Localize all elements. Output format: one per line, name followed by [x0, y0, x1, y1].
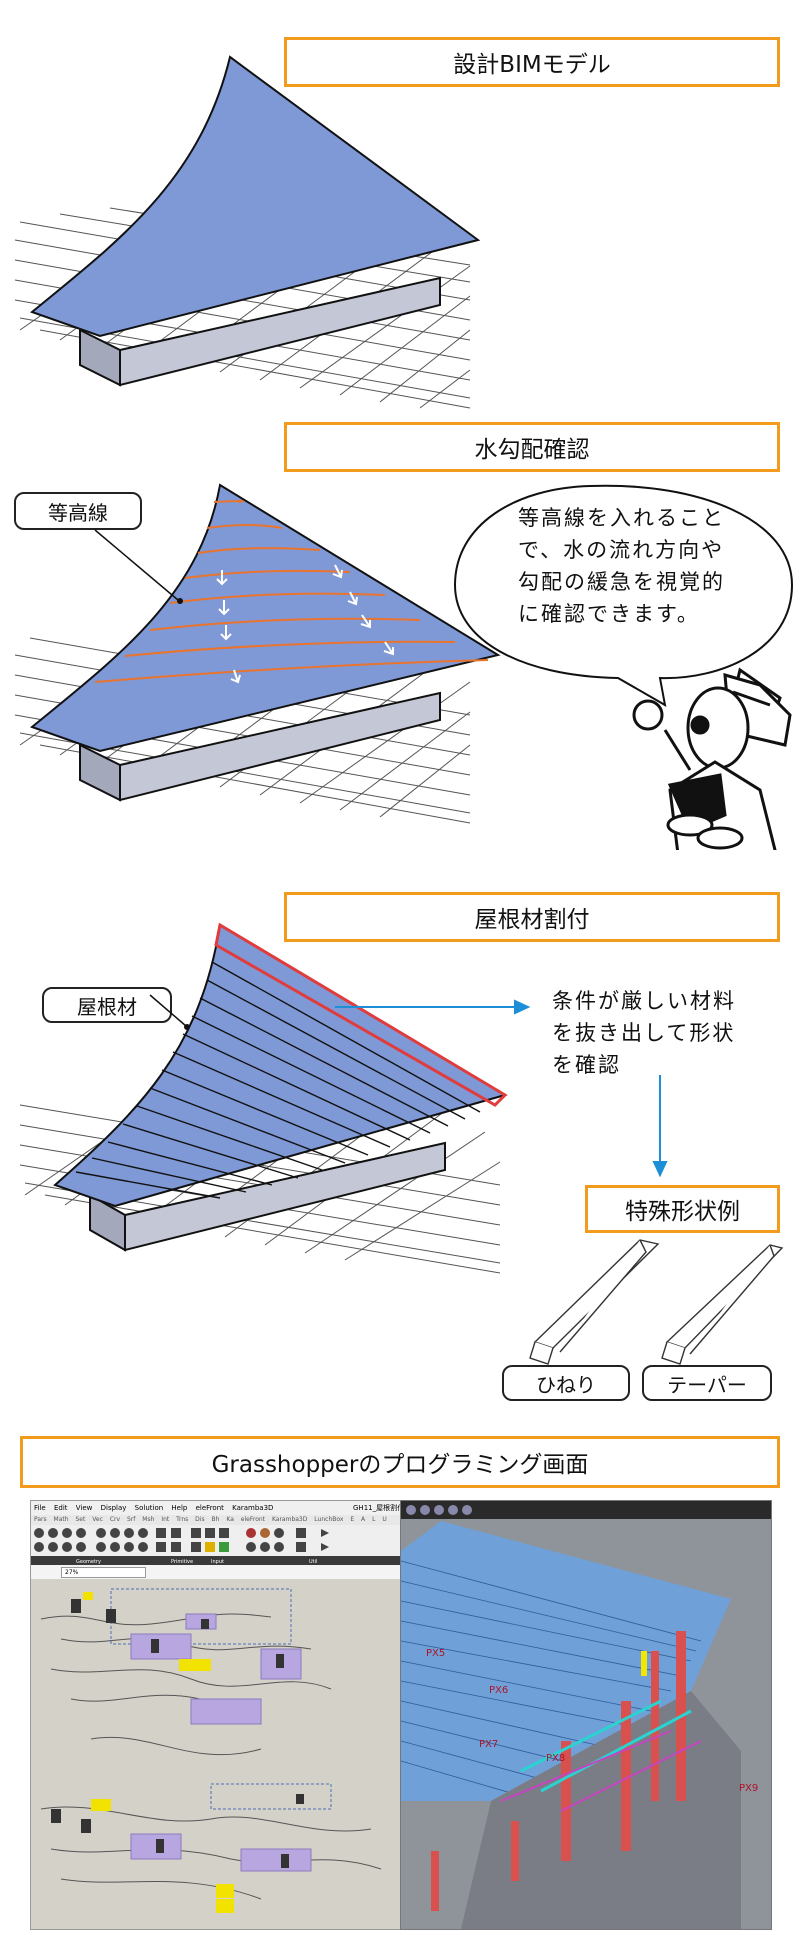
- roofing-label: 屋根材: [42, 987, 172, 1023]
- gh-canvas-toolbar: 27%: [31, 1565, 401, 1580]
- contour-model-illustration: [14, 483, 501, 824]
- extract-line-2: を抜き出して形状: [552, 1021, 736, 1045]
- gh-menu-elefront[interactable]: eleFront: [195, 1504, 224, 1512]
- special-shapes: [529, 1239, 784, 1365]
- speech-bubble-and-character: [453, 484, 794, 850]
- gh-tab-e[interactable]: E: [350, 1516, 355, 1523]
- gh-tab-msh[interactable]: Msh: [142, 1516, 155, 1523]
- speech-bubble: [453, 484, 794, 707]
- gh-menu-karamba[interactable]: Karamba3D: [232, 1504, 274, 1512]
- gh-tab-crv[interactable]: Crv: [109, 1516, 121, 1523]
- gh-tabbar: Pars Math Set Vec Crv Srf Msh Int Trns D…: [31, 1515, 401, 1525]
- render-label-px6: PX6: [489, 1685, 508, 1696]
- gh-tab-l[interactable]: L: [372, 1516, 376, 1523]
- roof-surface: [29, 483, 501, 753]
- gh-tab-math[interactable]: Math: [53, 1516, 69, 1523]
- gh-tab-trns[interactable]: Trns: [176, 1516, 189, 1523]
- gh-group-geometry: Geometry: [76, 1559, 101, 1565]
- leader-line: [94, 529, 179, 601]
- taper-shape: [661, 1244, 784, 1365]
- gh-menu-view[interactable]: View: [75, 1504, 93, 1512]
- render-label-px7: PX7: [479, 1739, 498, 1750]
- gh-menu-file[interactable]: File: [34, 1504, 46, 1512]
- gh-tab-vec[interactable]: Vec: [92, 1516, 103, 1523]
- grasshopper-editor: File Edit View Display Solution Help ele…: [30, 1500, 402, 1930]
- gh-tab-ka[interactable]: Ka: [226, 1516, 234, 1523]
- roofing-model-illustration: [19, 922, 668, 1274]
- bim-model-illustration: [14, 55, 481, 409]
- gh-tab-srf[interactable]: Srf: [126, 1516, 136, 1523]
- flow-arrows: [216, 564, 394, 684]
- rhino-viewport: PX5 PX6 PX7 PX8 PX9: [400, 1500, 772, 1930]
- gh-canvas[interactable]: [31, 1579, 401, 1929]
- wall-front: [119, 276, 441, 387]
- gh-menubar: File Edit View Display Solution Help ele…: [31, 1501, 401, 1515]
- flow-arrow-down: [652, 1075, 668, 1178]
- gh-tab-lunchbox[interactable]: LunchBox: [314, 1516, 344, 1523]
- gh-tab-elefront[interactable]: eleFront: [240, 1516, 266, 1523]
- character: [632, 667, 792, 850]
- extract-line-1: 条件が厳しい材料: [552, 989, 736, 1013]
- section-title-grasshopper: Grasshopperのプログラミング画面: [20, 1436, 780, 1488]
- section-title-roofing: 屋根材割付: [284, 892, 780, 942]
- rhino-render: PX5 PX6 PX7 PX8 PX9: [401, 1501, 771, 1929]
- contour-label: 等高線: [14, 492, 142, 530]
- speech-line-4: に確認できます。: [518, 602, 700, 626]
- gh-group-input: Input: [211, 1559, 224, 1565]
- taper-label: テーパー: [642, 1365, 772, 1401]
- section-title-bim: 設計BIMモデル: [284, 37, 780, 87]
- render-label-px9: PX9: [739, 1783, 758, 1794]
- gh-tab-dis[interactable]: Dis: [195, 1516, 205, 1523]
- gh-tab-int[interactable]: Int: [161, 1516, 170, 1523]
- render-label-px8: PX8: [546, 1753, 565, 1764]
- gh-file-title: GH11_屋根割付: [353, 1504, 402, 1512]
- speech-line-1: 等高線を入れること: [518, 506, 725, 530]
- gh-menu-display[interactable]: Display: [100, 1504, 127, 1512]
- gh-menu-help[interactable]: Help: [171, 1504, 188, 1512]
- gh-tab-a[interactable]: A: [361, 1516, 366, 1523]
- gh-menu-edit[interactable]: Edit: [53, 1504, 68, 1512]
- special-shape-title: 特殊形状例: [585, 1185, 780, 1233]
- roof-surface: [29, 55, 481, 338]
- extract-text: 条件が厳しい材料 を抜き出して形状 を確認: [552, 985, 792, 1081]
- highlighted-strip: [214, 922, 508, 1107]
- gh-group-primitive: Primitive: [171, 1559, 193, 1565]
- gh-group-util: Util: [309, 1559, 317, 1565]
- gh-toolbar-icons[interactable]: Geometry Primitive Input Util: [31, 1525, 401, 1565]
- flow-arrow-right: [335, 999, 531, 1015]
- speech-text: 等高線を入れること で、水の流れ方向や 勾配の緩急を視覚的 に確認できます。: [518, 502, 778, 630]
- speech-line-3: 勾配の緩急を視覚的: [518, 570, 725, 594]
- extract-line-3: を確認: [552, 1053, 621, 1077]
- gh-tab-u[interactable]: U: [382, 1516, 387, 1523]
- render-label-px5: PX5: [426, 1648, 445, 1659]
- gh-tab-pars[interactable]: Pars: [34, 1516, 47, 1523]
- gh-tab-karamba[interactable]: Karamba3D: [271, 1516, 308, 1523]
- gh-menu-solution[interactable]: Solution: [134, 1504, 164, 1512]
- twist-label: ひねり: [502, 1365, 630, 1401]
- render-roof: [401, 1521, 731, 1801]
- gh-tab-bh[interactable]: Bh: [211, 1516, 220, 1523]
- contour-lines: [94, 500, 489, 683]
- speech-line-2: で、水の流れ方向や: [518, 538, 725, 562]
- gh-zoom-field[interactable]: 27%: [61, 1567, 146, 1578]
- twist-shape: [529, 1239, 660, 1365]
- section-title-slope: 水勾配確認: [284, 422, 780, 472]
- gh-tab-set[interactable]: Set: [75, 1516, 86, 1523]
